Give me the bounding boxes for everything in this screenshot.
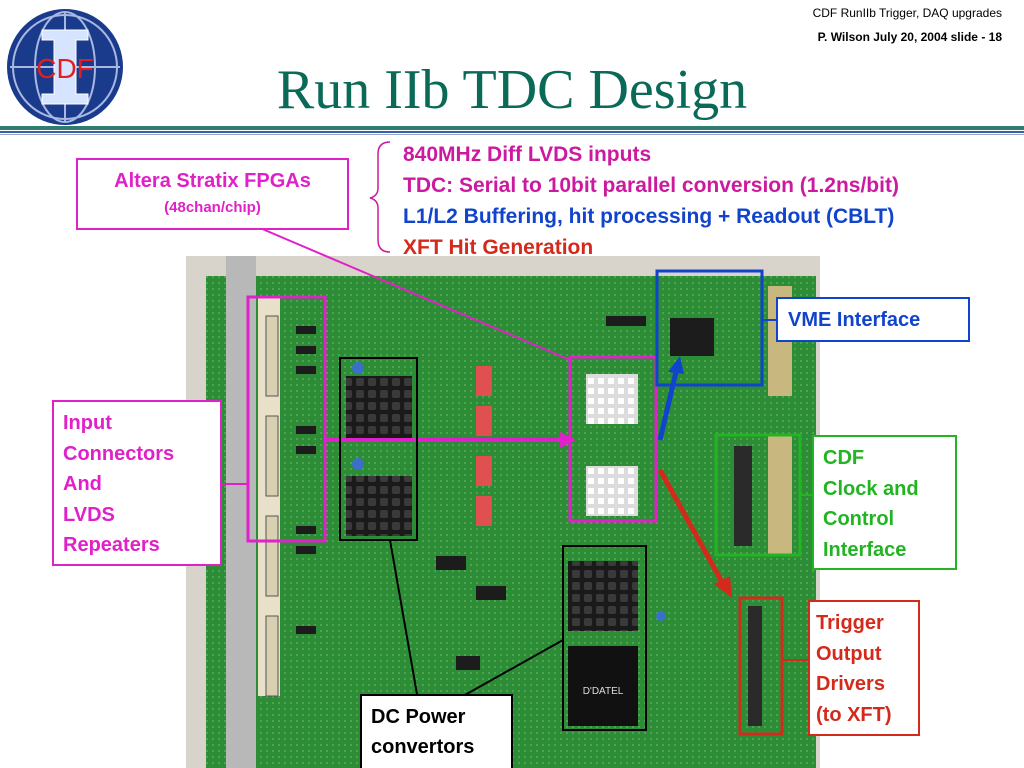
callout-dc-power: DC Power convertors (360, 694, 513, 768)
title-rule-mid (0, 131, 1024, 133)
logo-text: CDF (36, 53, 94, 84)
callout-trigger-line-2: Output (816, 642, 882, 665)
slide-title: Run IIb TDC Design (276, 59, 748, 121)
header-author-date: P. Wilson July 20, 2004 slide - 18 (817, 30, 1002, 44)
feature-4: XFT Hit Generation (403, 236, 594, 259)
callout-vme-text: VME Interface (788, 309, 921, 331)
callout-clock-control: CDF Clock and Control Interface (812, 435, 957, 570)
cdf-logo: CDF (7, 9, 123, 125)
tdc-board-photo: D'DATEL (186, 256, 820, 768)
callout-vme: VME Interface (776, 297, 970, 342)
title-rule-bottom (0, 134, 1024, 135)
feature-3: L1/L2 Buffering, hit processing + Readou… (403, 205, 895, 228)
header-conference: CDF RunIIb Trigger, DAQ upgrades (812, 6, 1002, 20)
callout-clock-line-2: Clock and (823, 477, 919, 500)
callout-trigger-line-1: Trigger (816, 612, 884, 634)
callout-trigger-output: Trigger Output Drivers (to XFT) (808, 600, 920, 736)
callout-fpga: Altera Stratix FPGAs (48chan/chip) (76, 158, 349, 230)
callout-input-connectors: Input Connectors And LVDS Repeaters (52, 400, 222, 566)
feature-2: TDC: Serial to 10bit parallel conversion… (403, 174, 899, 197)
callout-clock-line-1: CDF (823, 447, 865, 469)
feature-1: 840MHz Diff LVDS inputs (403, 143, 652, 166)
callout-trigger-line-3: Drivers (816, 673, 885, 695)
callout-input-line-5: Repeaters (63, 534, 160, 556)
callout-trigger-line-4: (to XFT) (816, 703, 892, 726)
title-rule-top (0, 126, 1024, 130)
callout-input-line-2: Connectors (63, 442, 175, 465)
callout-input-line-3: And (63, 473, 102, 495)
callout-power-line-2: convertors (371, 736, 475, 758)
datel-chip-label: D'DATEL (583, 686, 624, 697)
callout-fpga-subtitle: (48chan/chip) (164, 199, 261, 216)
callout-input-line-4: LVDS (63, 503, 115, 526)
callout-clock-line-3: Control (823, 508, 895, 530)
callout-fpga-title: Altera Stratix FPGAs (114, 170, 311, 192)
callout-input-line-1: Input (63, 412, 112, 434)
callout-clock-line-4: Interface (823, 538, 907, 561)
callout-power-line-1: DC Power (371, 706, 466, 728)
